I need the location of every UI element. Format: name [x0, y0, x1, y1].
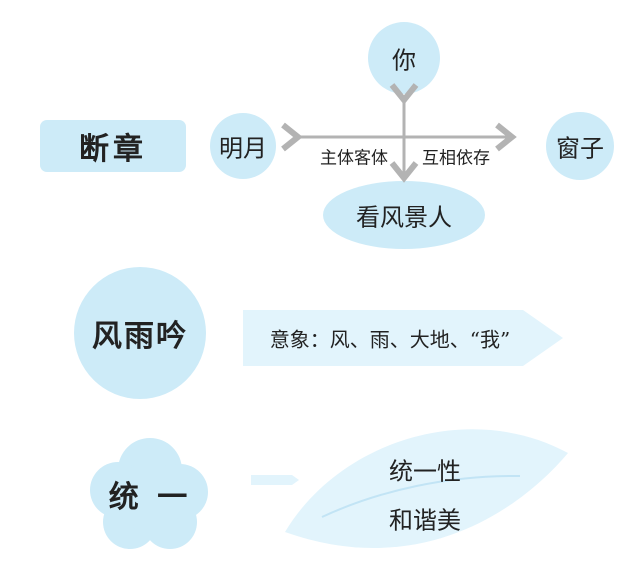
node-mingyue: [210, 113, 276, 179]
node-ni-label: 你: [392, 46, 416, 75]
node-chuangzi: [546, 112, 614, 180]
banner-imagery-text: 意象：风、雨、大地、“我”: [269, 327, 511, 352]
leaf-text-harmony: 和谐美: [389, 506, 461, 535]
node-chuangzi-label: 窗子: [556, 134, 604, 163]
title-fengyuyin: 风雨吟: [92, 319, 188, 354]
node-kanfengjingren: [323, 181, 485, 249]
leaf-shape: [285, 429, 568, 548]
title-cloud-tongyi: [90, 438, 208, 549]
title-tongyi: 统 一: [108, 480, 192, 515]
node-mingyue-label: 明月: [219, 134, 267, 163]
leaf-vein: [321, 474, 521, 518]
title-duanzhang: 断章: [79, 132, 147, 167]
title-box-duanzhang: [40, 120, 186, 172]
label-subject-object: 主体客体: [320, 148, 388, 169]
label-interdependent: 互相依存: [422, 148, 490, 169]
banner-arrow: [243, 310, 563, 366]
small-arrow: [251, 475, 299, 485]
leaf-text-unity: 统一性: [389, 457, 461, 486]
node-ni: [368, 22, 440, 94]
title-circle-fengyuyin: [74, 267, 206, 399]
node-kanfengjingren-label: 看风景人: [356, 203, 452, 232]
